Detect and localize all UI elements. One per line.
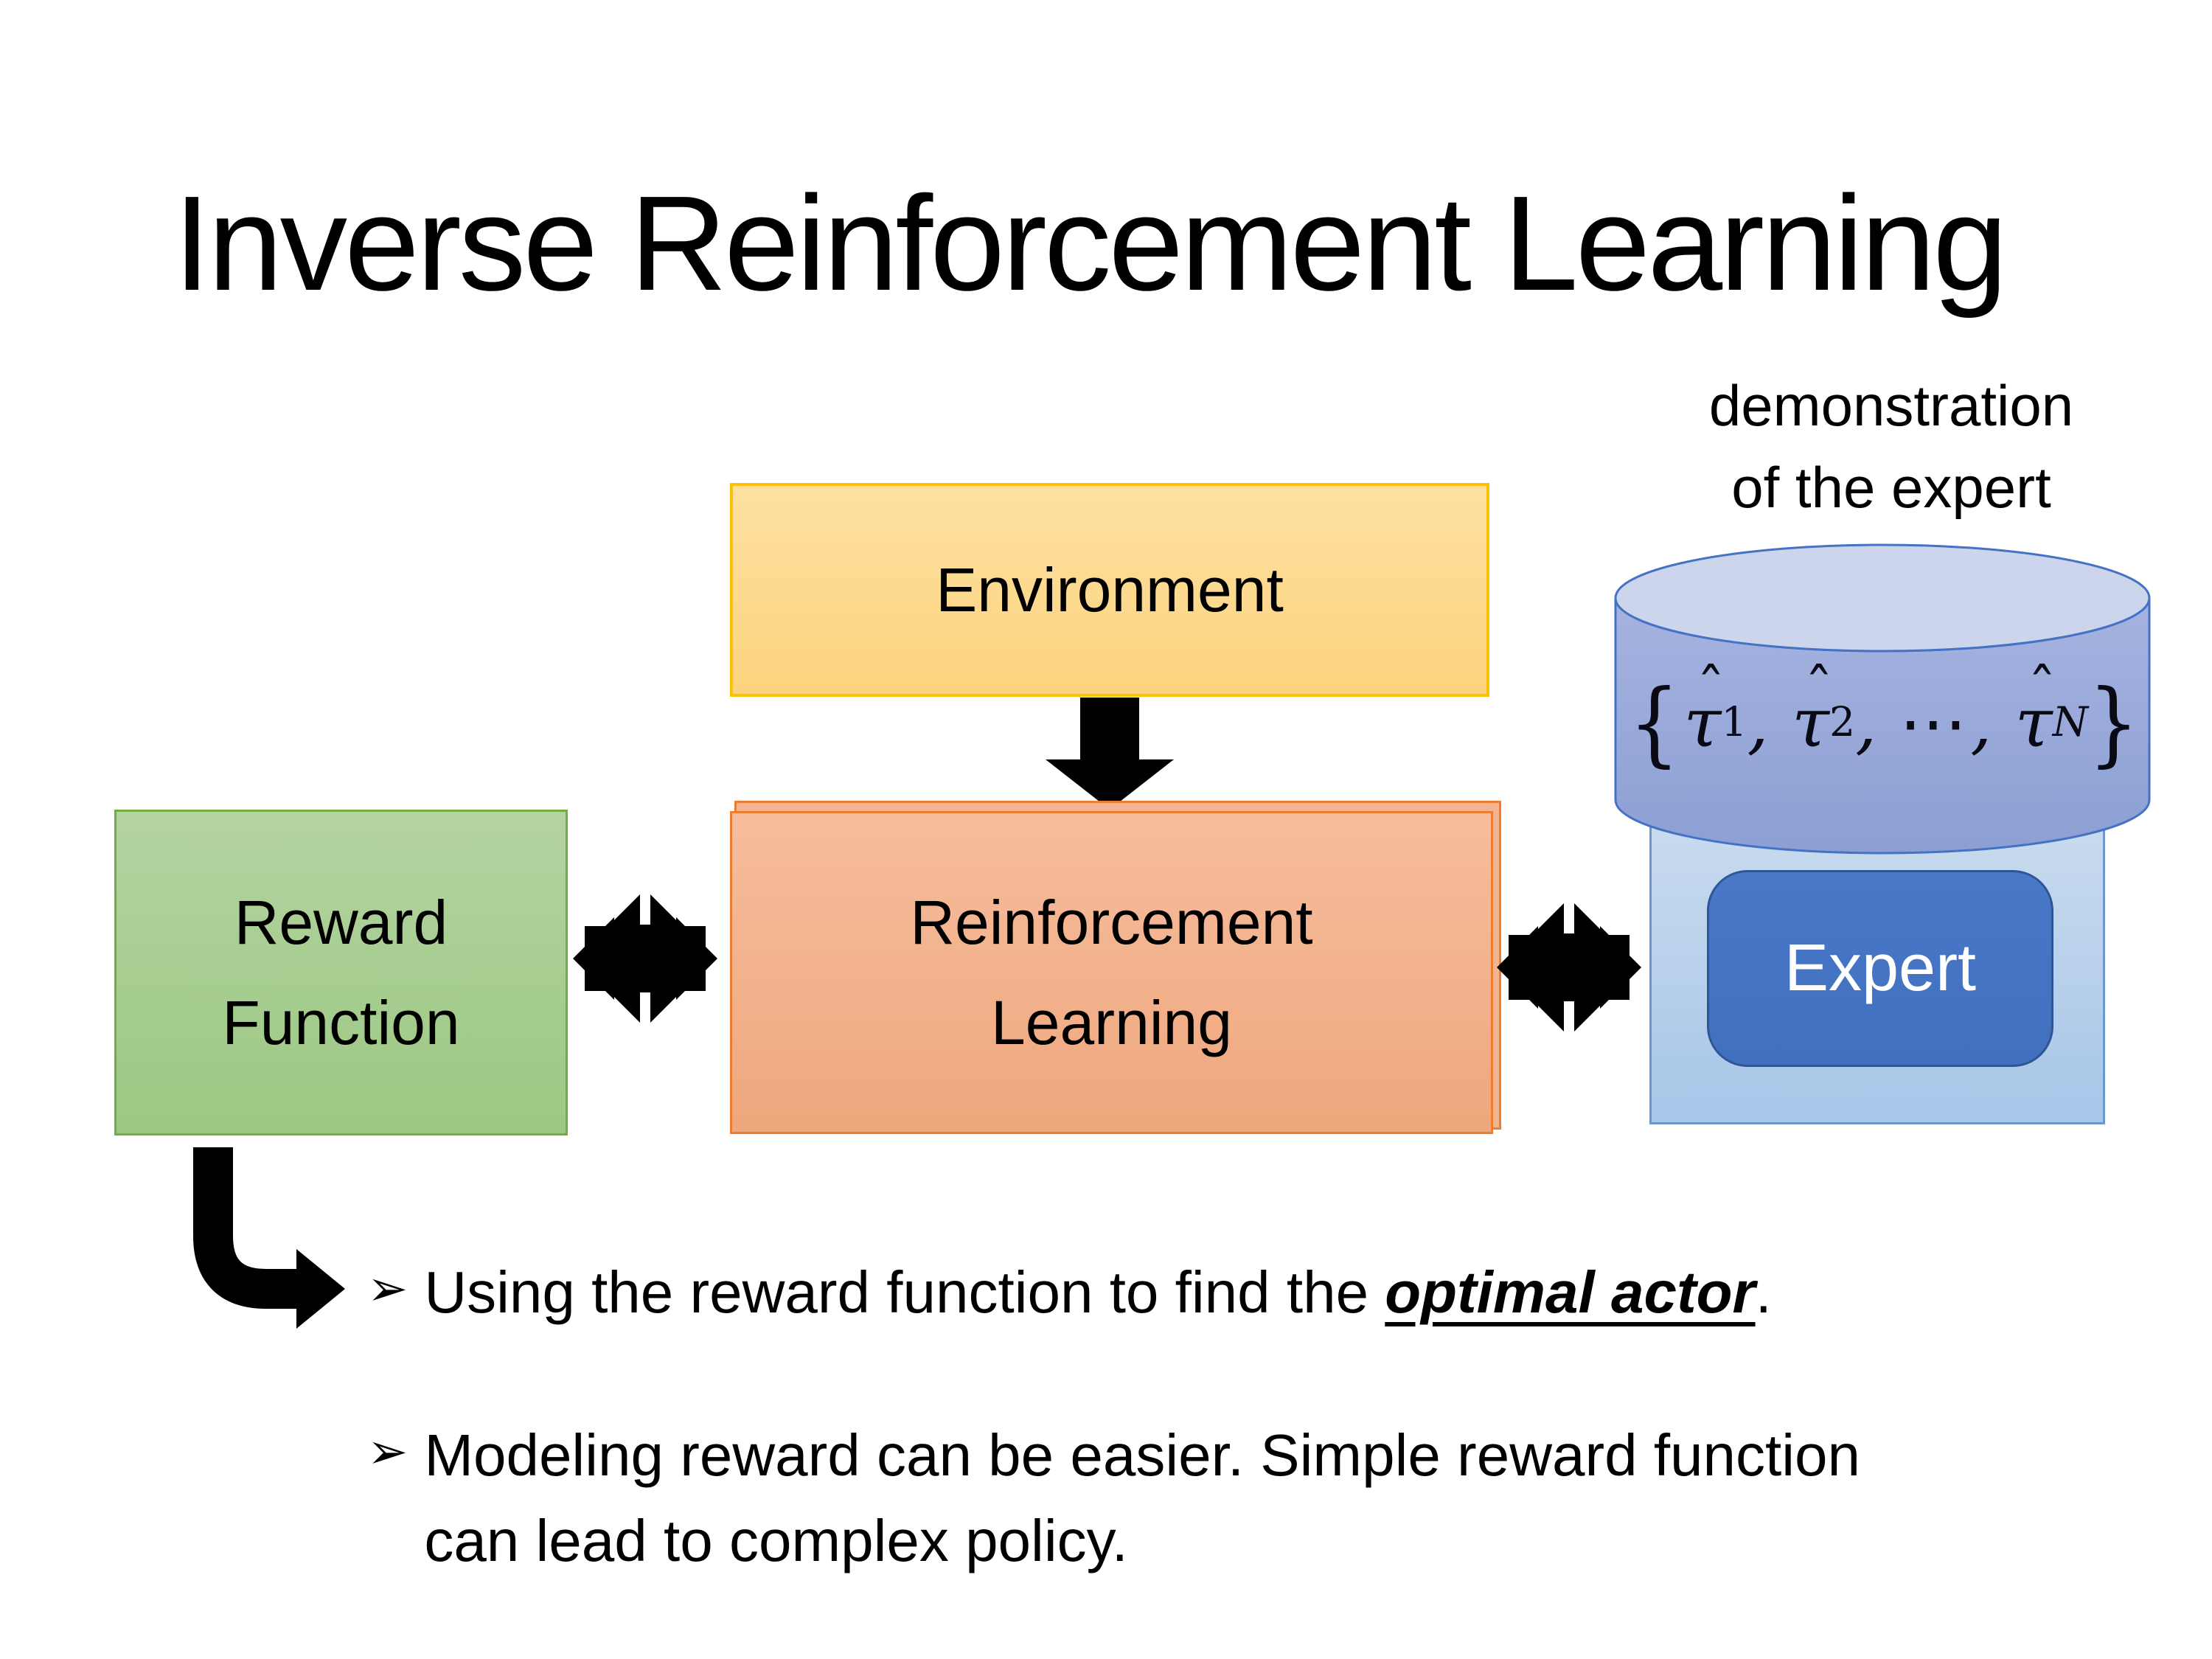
bullet-item-1: ➢ Using the reward function to find the … [367,1250,2137,1335]
demonstration-label-line1: demonstration [1708,373,2074,438]
subscript-1: 1 [1721,699,1747,746]
bullet-1-text: Using the reward function to find the op… [424,1259,1772,1325]
reinforcement-learning-label-line2: Learning [991,988,1232,1057]
double-arrow-right-icon [1497,895,1641,1040]
expert-box: Expert [1707,870,2053,1067]
environment-label: Environment [936,554,1284,625]
subscript-N: N [2052,699,2088,746]
bent-elbow-arrow [193,1147,345,1329]
slide-title: Inverse Reinforcement Learning [173,167,2008,319]
down-arrow [1046,698,1174,810]
subscript-2: 2 [1829,699,1856,746]
demonstration-label: demonstration of the expert [1596,365,2186,529]
bullet-2-text: Modeling reward can be easier. Simple re… [424,1422,1861,1573]
demonstration-label-line2: of the expert [1731,454,2051,520]
expert-label: Expert [1784,931,1977,1005]
double-arrow-left-icon [573,886,717,1031]
formula-close-brace: } [2088,668,2140,777]
ellipsis: ⋯ [1899,683,1967,762]
bullet-item-2: ➢ Modeling reward can be easier. Simple … [367,1413,1952,1584]
reinforcement-learning-label: Reinforcement Learning [910,872,1312,1073]
arrowhead-bullet-icon: ➢ [367,1424,408,1478]
reinforcement-learning-label-line1: Reinforcement [910,887,1313,957]
arrowhead-bullet-icon: ➢ [367,1261,408,1315]
optimal-actor-emphasis: optimal actor [1385,1259,1756,1325]
demonstration-cylinder [1614,543,2151,855]
reward-function-label-line1: Reward [234,887,448,957]
reward-function-box: Reward Function [114,810,568,1135]
reinforcement-learning-box: Reinforcement Learning [730,811,1493,1134]
formula-open-brace: { [1628,668,1680,777]
environment-box: Environment [730,483,1489,697]
reward-function-label: Reward Function [222,872,459,1073]
reward-function-label-line2: Function [222,988,460,1057]
